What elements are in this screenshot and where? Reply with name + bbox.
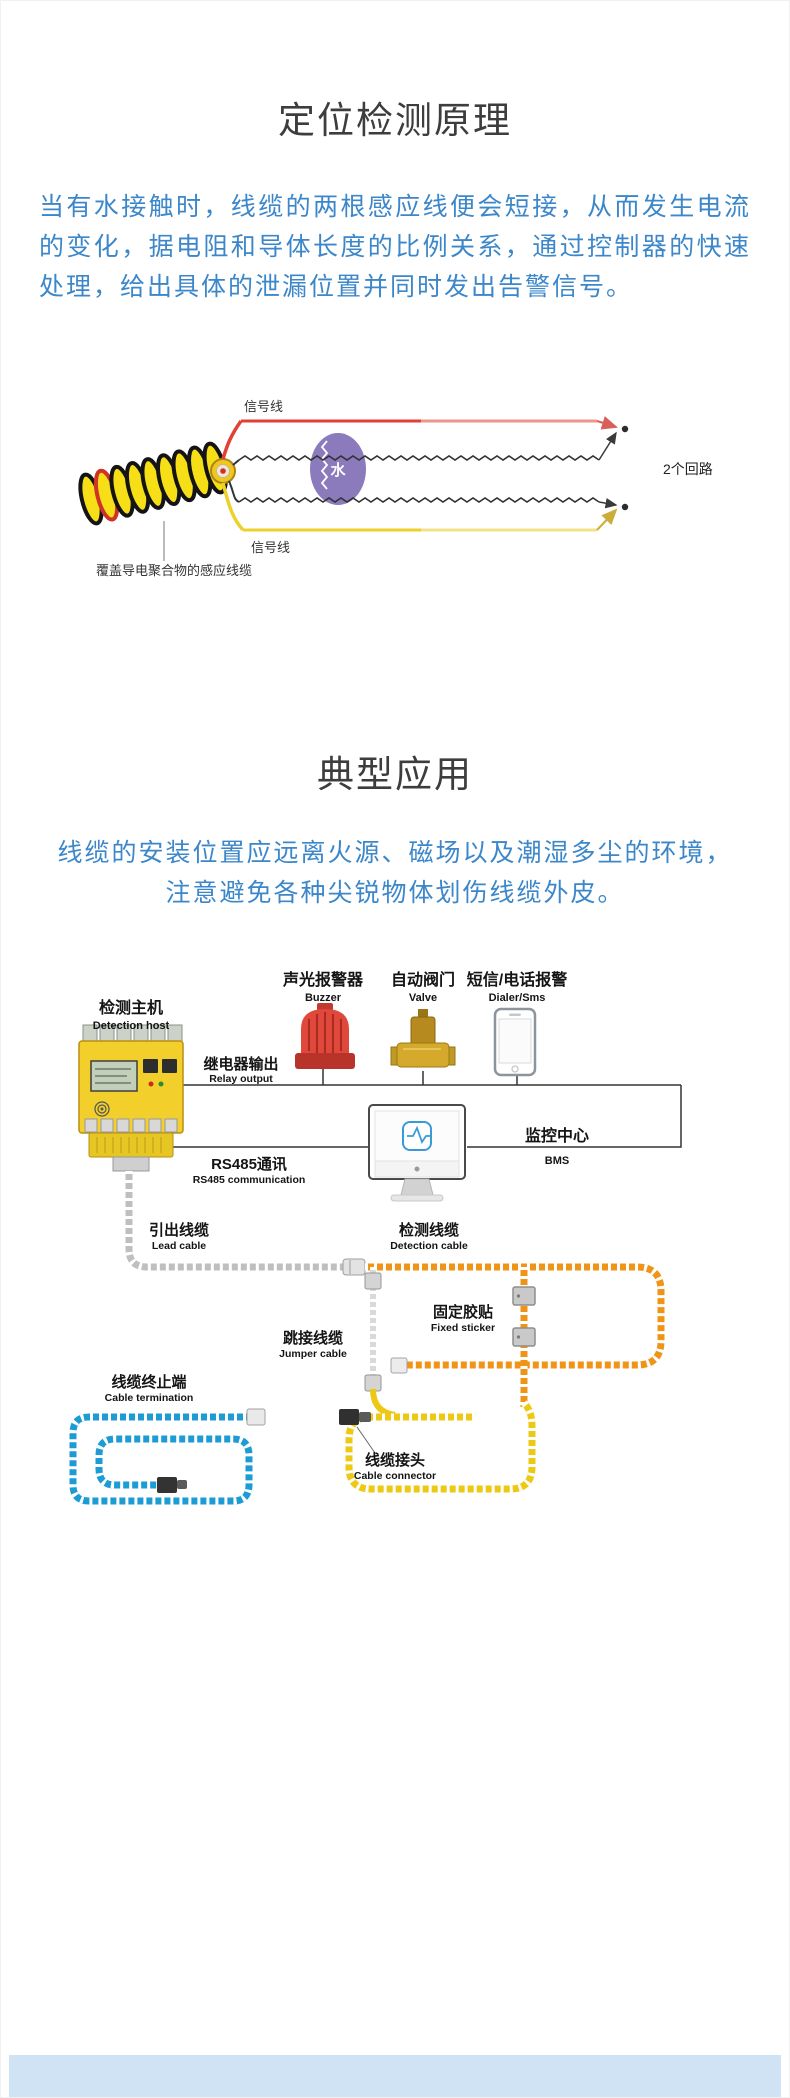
buzzer-label-en: Buzzer <box>305 992 342 1004</box>
sensing-cable-coil <box>78 441 228 526</box>
water-drop <box>310 433 366 506</box>
principle-diagram: 水 信号线 信号线 2个回路 覆盖导电聚合物的感应线缆 <box>78 399 713 578</box>
jumper-cable <box>364 1267 396 1419</box>
signal-line-label-bottom: 信号线 <box>251 540 290 555</box>
smartphone-device <box>493 1007 537 1077</box>
black-wire-stub-top <box>232 459 240 466</box>
rs485-label-zh: RS485通讯 <box>211 1156 287 1173</box>
signal-line-label-top: 信号线 <box>244 399 283 414</box>
buzzer-label-zh: 声光报警器 <box>282 970 364 989</box>
application-description-line1: 线缆的安装位置应远离火源、磁场以及潮湿多尘的环境， <box>57 839 733 868</box>
monitoring-center-device <box>368 1104 466 1202</box>
buzzer-device <box>295 1003 355 1070</box>
black-wire-stub-bottom <box>228 480 240 503</box>
footer-banner-strip <box>9 2055 781 2097</box>
cable-connector-label-en: Cable connector <box>354 1470 436 1482</box>
sms-label-zh: 短信/电话报警 <box>467 970 567 989</box>
fixed-sticker-label-zh: 固定胶贴 <box>433 1303 493 1321</box>
jumper-cable-label-en: Jumper cable <box>279 1348 347 1360</box>
cable-cross-section <box>210 458 236 485</box>
detection-host-device <box>78 1024 184 1172</box>
relay-output-label-en: Relay output <box>209 1073 273 1085</box>
principle-section-title: 定位检测原理 <box>278 100 512 141</box>
cable-connector-label-zh: 线缆接头 <box>365 1451 425 1469</box>
sensing-wire-2 <box>238 497 600 504</box>
lead-cable <box>125 1171 343 1271</box>
jumper-cable-label-zh: 跳接线缆 <box>283 1329 343 1347</box>
valve-label-en: Valve <box>409 992 437 1004</box>
water-label: 水 <box>330 461 346 479</box>
fixed-sticker-clips <box>512 1286 536 1347</box>
loop-junction-top <box>621 425 629 433</box>
detection-cable-label-zh: 检测线缆 <box>399 1221 459 1239</box>
cable-termination-label-en: Cable termination <box>105 1392 194 1404</box>
loop-junction-bottom <box>621 503 629 511</box>
monitoring-center-label-zh: 监控中心 <box>525 1126 589 1145</box>
yellow-arrow <box>596 508 618 531</box>
two-loops-label: 2个回路 <box>663 461 713 477</box>
application-description-line2: 注意避免各种尖锐物体划伤线缆外皮。 <box>165 879 625 908</box>
lead-cable-label-en: Lead cable <box>152 1240 206 1252</box>
rs485-label-en: RS485 communication <box>193 1174 306 1186</box>
valve-label-zh: 自动阀门 <box>391 970 455 989</box>
fixed-sticker-label-en: Fixed sticker <box>431 1322 495 1334</box>
sms-label-en: Dialer/Sms <box>489 992 546 1004</box>
yellow-wire-bend <box>221 482 245 532</box>
sensing-wire-1 <box>238 455 600 462</box>
lead-detection-connector <box>342 1258 366 1276</box>
principle-description: 当有水接触时，线缆的两根感应线便会短接，从而发生电流的变化，据电阻和导体长度的比… <box>39 193 751 302</box>
detection-host-label-zh: 检测主机 <box>99 998 163 1017</box>
cable-connector-plug <box>339 1409 376 1454</box>
application-section-title: 典型应用 <box>317 754 473 796</box>
application-diagram: 声光报警器 Buzzer 自动阀门 Valve 短信/电话报警 Dialer/S… <box>69 970 682 1505</box>
monitoring-center-label-en: BMS <box>545 1155 569 1167</box>
red-wire-bend <box>221 420 243 460</box>
monitor-right-line <box>467 1085 682 1148</box>
detection-host-label-en: Detection host <box>93 1020 170 1032</box>
relay-output-label-zh: 继电器输出 <box>203 1055 278 1073</box>
application-description: 线缆的安装位置应远离火源、磁场以及潮湿多尘的环境， 注意避免各种尖锐物体划伤线缆… <box>1 833 789 913</box>
detection-cable-label-en: Detection cable <box>390 1240 468 1252</box>
valve-device <box>390 1009 456 1068</box>
water-wire-zigzag <box>320 440 329 490</box>
sensing-wire-1-arrow <box>598 431 617 461</box>
cable-termination-label-zh: 线缆终止端 <box>111 1373 186 1391</box>
yellow-cable-loop <box>345 1400 536 1493</box>
termination-cable-coil <box>69 1408 266 1505</box>
lead-cable-label-zh: 引出线缆 <box>149 1221 209 1239</box>
red-arrow <box>596 416 618 430</box>
sensing-wire-2-arrow <box>598 498 618 509</box>
coated-cable-label: 覆盖导电聚合物的感应线缆 <box>96 563 252 578</box>
